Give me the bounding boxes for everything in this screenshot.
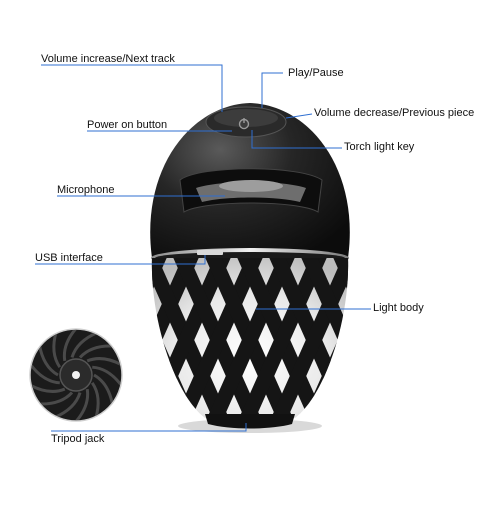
usb-port	[197, 250, 223, 255]
callout-volume-increase: Volume increase/Next track	[41, 53, 175, 65]
leader-tripod-jack	[51, 423, 247, 432]
cage-bar	[170, 258, 266, 418]
cage-bar	[370, 250, 450, 430]
inset-grill-curve	[62, 330, 79, 362]
cage-bar	[370, 250, 450, 430]
inset-grill-curve	[73, 388, 90, 420]
callout-torch-light-key: Torch light key	[344, 141, 415, 153]
cage-bar	[202, 258, 298, 418]
cage-bar	[234, 258, 330, 418]
callout-volume-decrease: Volume decrease/Previous piece	[314, 107, 475, 119]
callout-play-pause: Play/Pause	[288, 67, 344, 79]
leader-volume-decrease	[285, 113, 313, 119]
leader-play-pause	[261, 72, 283, 108]
leader-torch-light-key	[251, 130, 342, 149]
callout-microphone: Microphone	[57, 184, 115, 196]
leader-usb-interface	[35, 255, 206, 265]
bottom-view-inset	[29, 328, 123, 422]
leader-lines	[35, 64, 371, 432]
speaker-base	[205, 414, 295, 429]
cage-bar	[402, 250, 482, 430]
callout-light-body: Light body	[373, 302, 424, 314]
cage-bar	[402, 250, 482, 430]
microphone-cone-top	[219, 180, 283, 192]
callout-power-on: Power on button	[87, 119, 168, 131]
top-cap-highlight	[214, 109, 278, 127]
tripod-jack-hole	[72, 371, 80, 379]
leader-volume-increase	[41, 64, 223, 112]
cage-bar	[330, 258, 349, 418]
callout-usb-interface: USB interface	[35, 252, 103, 264]
callout-tripod-jack: Tripod jack	[51, 433, 105, 445]
light-body-cage	[151, 250, 482, 430]
cage-bar	[330, 258, 349, 418]
cage-bar	[266, 258, 349, 418]
